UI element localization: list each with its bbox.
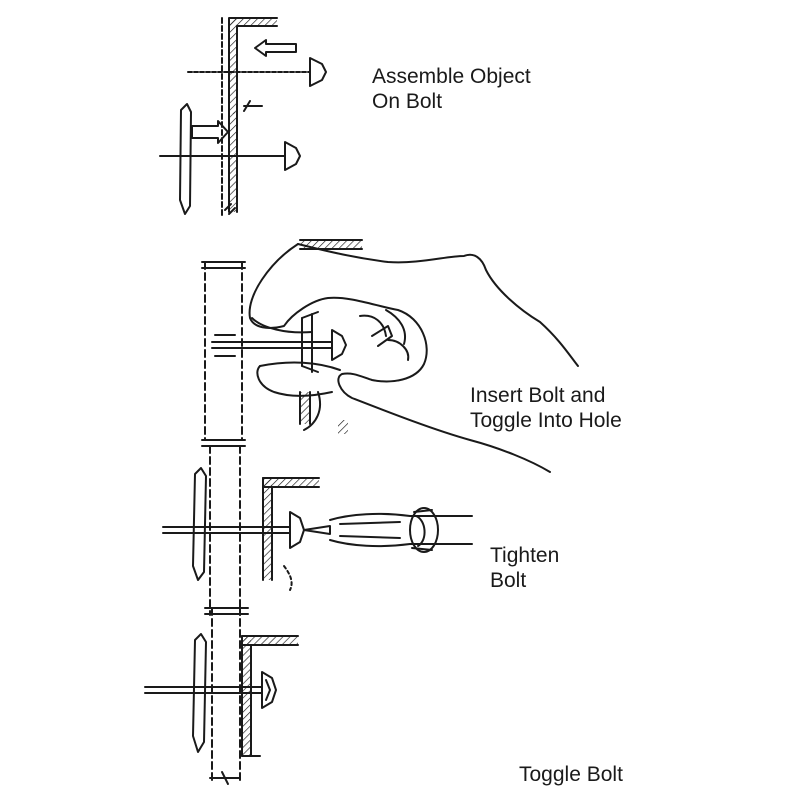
toggle-wing-icon: [193, 468, 206, 580]
wall-section: [210, 446, 319, 615]
step-label-line: Tighten: [490, 543, 559, 568]
step-label-insert: Insert Bolt and Toggle Into Hole: [470, 383, 622, 433]
bolt: [188, 58, 326, 86]
arrow-left-icon: [255, 40, 296, 56]
step3-illustration: [163, 446, 472, 615]
bolt: [163, 512, 304, 548]
step-label-line: On Bolt: [372, 89, 531, 114]
toggle-wing-icon: [180, 104, 191, 214]
hand-icon: [250, 244, 578, 472]
step-label-tighten: Tighten Bolt: [490, 543, 559, 593]
step-label-line: Insert Bolt and: [470, 383, 622, 408]
wall-section: [222, 18, 277, 215]
step-label-line: Bolt: [490, 568, 559, 593]
step4-illustration: [145, 608, 298, 784]
step-label-line: Assemble Object: [372, 64, 531, 89]
wall-section: [205, 608, 298, 784]
step1-illustration: [160, 18, 326, 215]
step-label-assemble: Assemble Object On Bolt: [372, 64, 531, 114]
step2-illustration: [202, 240, 578, 472]
bolt: [145, 672, 276, 708]
screwdriver-icon: [304, 508, 472, 552]
diagram-caption: Toggle Bolt: [519, 762, 623, 787]
caption-text: Toggle Bolt: [519, 762, 623, 787]
step-label-line: Toggle Into Hole: [470, 408, 622, 433]
